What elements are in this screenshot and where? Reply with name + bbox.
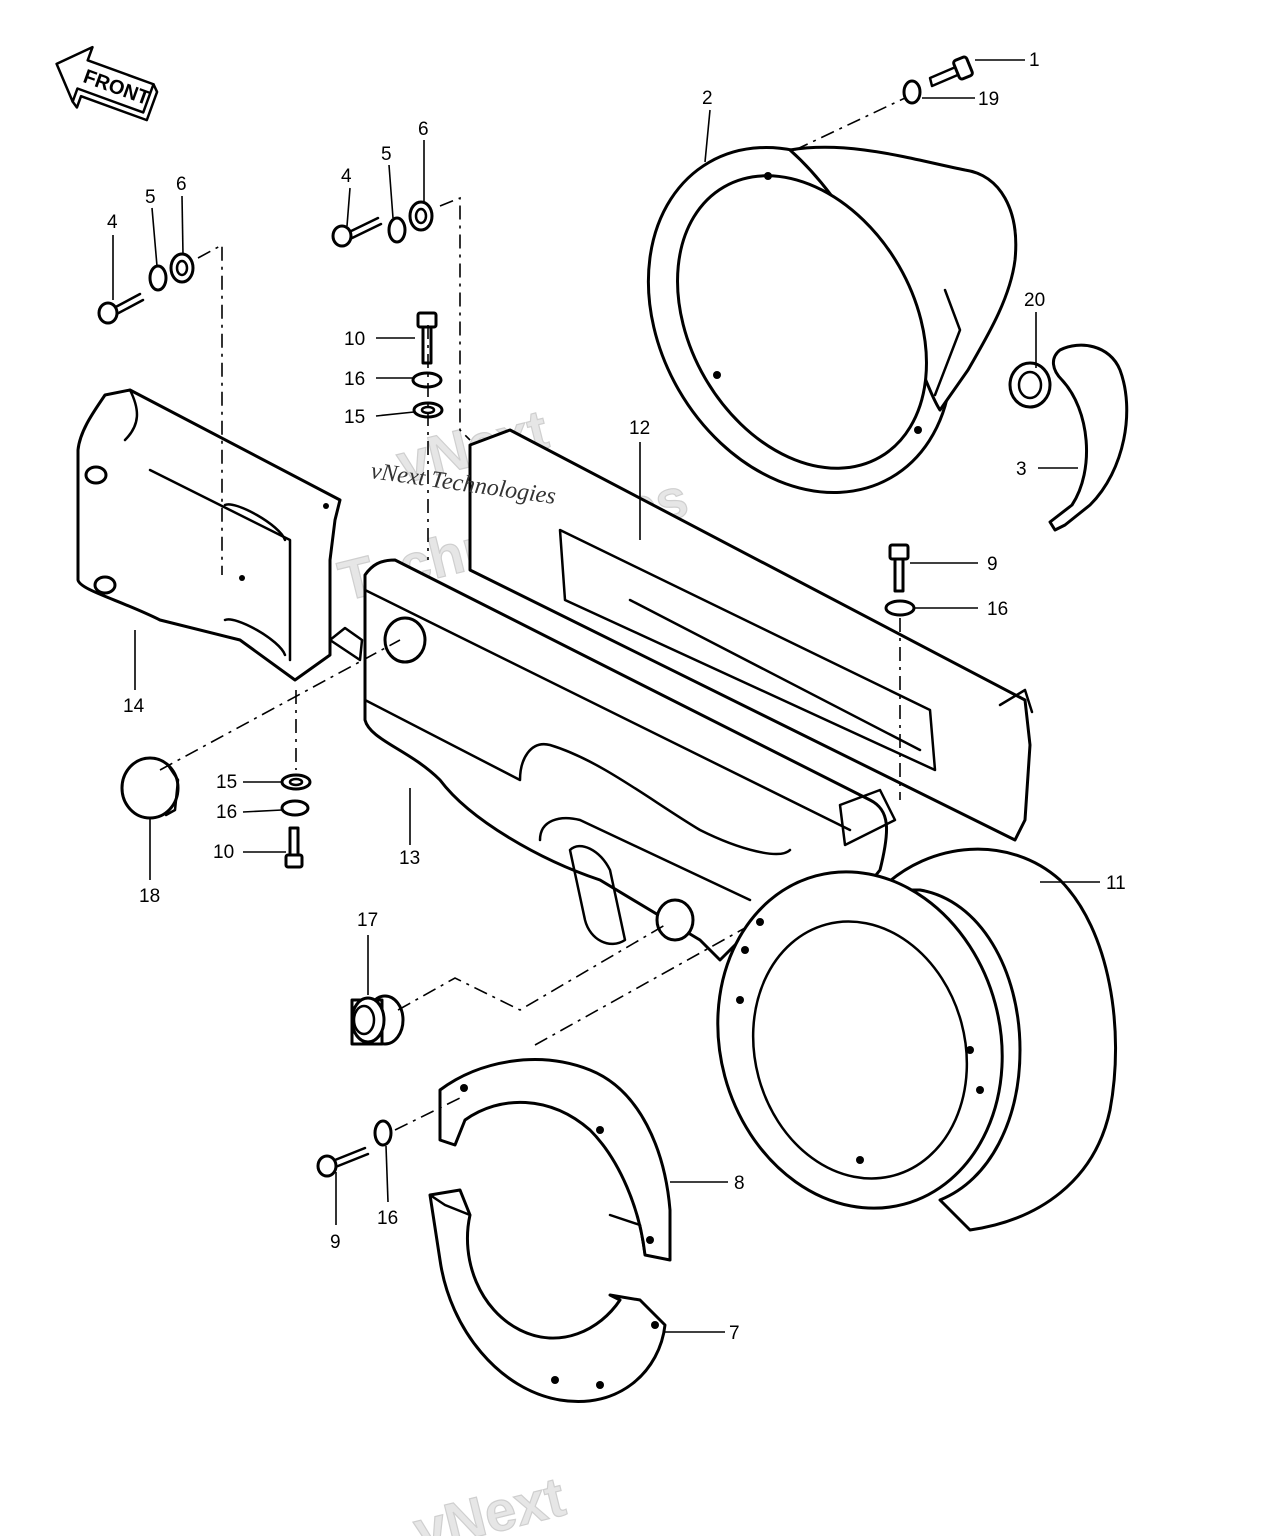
part-16-washer-bottom <box>373 1119 393 1147</box>
callout-6a: 6 <box>176 174 187 195</box>
callout-labels: 1 19 2 20 3 4 5 6 4 5 6 10 16 15 12 14 1… <box>107 50 1126 1344</box>
part-4-bolt-left <box>97 292 145 325</box>
callout-14: 14 <box>123 696 145 717</box>
part-20-clip <box>1008 361 1052 409</box>
part-11-sprocket-cover <box>716 847 1118 1232</box>
callout-10b: 10 <box>213 842 234 863</box>
callout-10a: 10 <box>344 329 365 350</box>
callout-8: 8 <box>734 1173 745 1194</box>
callout-16c: 16 <box>987 599 1008 620</box>
part-9-bolt-right <box>888 543 910 593</box>
callout-1: 1 <box>1029 50 1040 71</box>
part-6-washer-left <box>169 252 195 284</box>
callout-17: 17 <box>357 910 378 931</box>
watermark-bottom: vNext <box>408 1464 571 1536</box>
callout-20: 20 <box>1024 290 1045 311</box>
callout-6b: 6 <box>418 119 429 140</box>
part-17-grommet <box>350 994 405 1046</box>
callout-5a: 5 <box>145 187 156 208</box>
callout-15a: 15 <box>344 407 365 428</box>
callout-16b: 16 <box>216 802 237 823</box>
callout-9b: 9 <box>330 1232 341 1253</box>
callout-4b: 4 <box>341 166 352 187</box>
part-15-washer-low <box>280 773 312 791</box>
callout-5b: 5 <box>381 144 392 165</box>
part-16-washer-low <box>280 799 310 817</box>
assembly-lines <box>159 97 906 1131</box>
part-8-guard <box>438 1058 672 1262</box>
part-6-washer-mid <box>408 200 434 232</box>
callout-19: 19 <box>978 89 999 110</box>
part-5-washer-mid <box>387 216 407 244</box>
part-4-bolt-mid <box>331 216 383 248</box>
part-18-cap <box>120 756 180 820</box>
callout-9a: 9 <box>987 554 998 575</box>
callout-4a: 4 <box>107 212 118 233</box>
callout-3: 3 <box>1016 459 1027 480</box>
part-12-case-back <box>468 428 1034 842</box>
part-10-bolt-top <box>416 311 438 365</box>
part-16-washer-right <box>884 599 916 617</box>
part-7-guard <box>428 1188 667 1403</box>
callout-18: 18 <box>139 886 160 907</box>
leader-lines <box>112 59 1100 1333</box>
part-3-guard <box>1048 343 1129 532</box>
front-arrow: FRONT <box>55 45 159 122</box>
part-19-washer <box>902 79 922 105</box>
part-14-bracket <box>76 388 342 682</box>
callout-16a: 16 <box>344 369 365 390</box>
part-5-washer-left <box>148 264 168 292</box>
callout-2: 2 <box>702 88 713 109</box>
callout-13: 13 <box>399 848 420 869</box>
part-9-bolt-low <box>316 1146 370 1178</box>
callout-7: 7 <box>729 1323 740 1344</box>
part-1-bolt <box>928 55 974 88</box>
callout-15b: 15 <box>216 772 237 793</box>
part-16-washer-top <box>411 371 443 389</box>
callout-12: 12 <box>629 418 650 439</box>
callout-11: 11 <box>1106 873 1126 894</box>
callout-16d: 16 <box>377 1208 398 1229</box>
part-10-bolt-low <box>284 826 304 869</box>
part-2-cover <box>646 145 1018 494</box>
